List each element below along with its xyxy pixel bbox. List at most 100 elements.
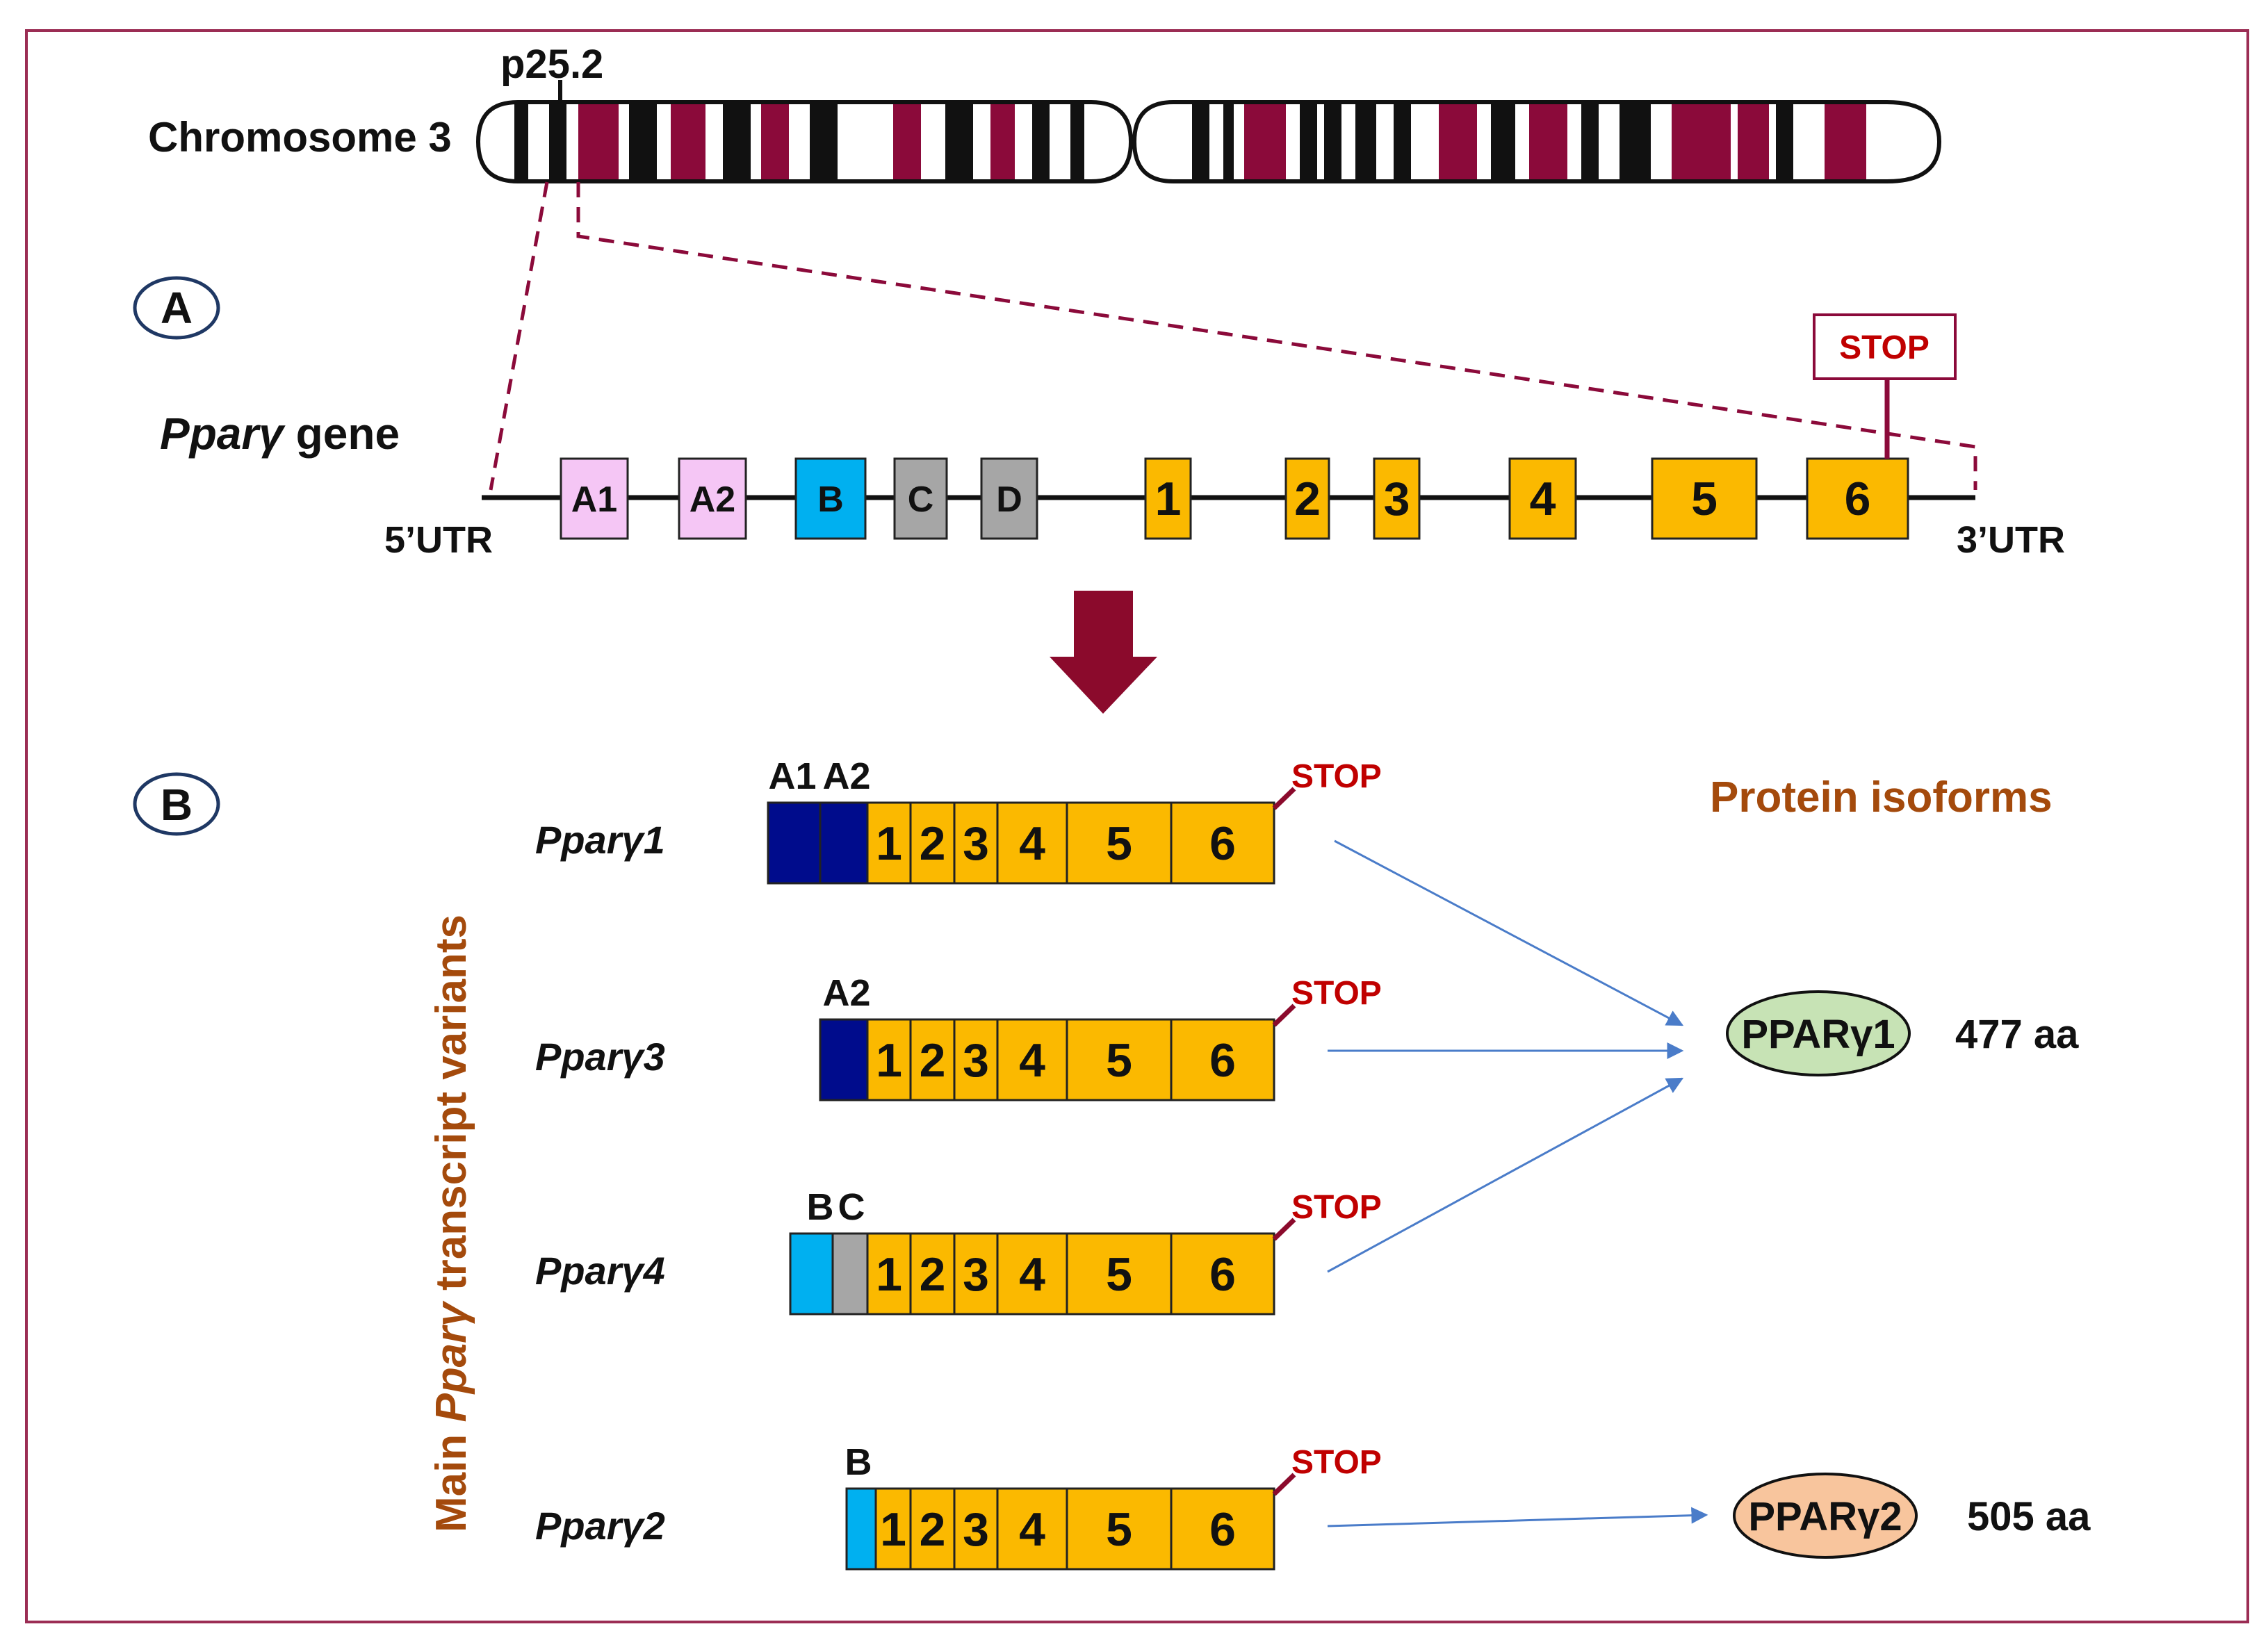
chromosome-q-outline (1132, 100, 1942, 183)
chromosome-band (723, 102, 751, 181)
svg-text:A: A (161, 283, 193, 333)
chromosome-band (1394, 102, 1411, 181)
panel-label-a: A (133, 276, 220, 340)
gene-name: Pparγ (160, 409, 286, 459)
chromosome-band (1324, 102, 1341, 181)
protein-length: 505 aa (1967, 1494, 2091, 1539)
band-label: p25.2 (500, 42, 603, 87)
gene-exon-3: 3 (1373, 457, 1421, 540)
chromosome-band (549, 102, 566, 181)
gene-exon-6: 6 (1806, 457, 1909, 540)
transcript-exon-label: 5 (1106, 1034, 1132, 1087)
gene-exon-5: 5 (1651, 457, 1758, 540)
gene-stop-label: STOP (1839, 329, 1930, 366)
gene-exon-label: A2 (690, 480, 735, 520)
chromosome-label: Chromosome 3 (148, 114, 452, 161)
chromosome-band (1738, 102, 1769, 181)
chromosome-band (945, 102, 973, 181)
transcript-exon-label: 3 (963, 817, 989, 870)
stop-label: STOP (1291, 975, 1382, 1012)
chromosome-band (1620, 102, 1651, 181)
transcript-exon-label: 3 (963, 1248, 989, 1301)
gene-title: Pparγ gene (160, 409, 400, 459)
chromosome-band (1491, 102, 1515, 181)
gene-exon-c: C (893, 457, 948, 540)
transcript-exon-label: 5 (1106, 1248, 1132, 1301)
chromosome-band (1070, 102, 1084, 181)
chromosome-band (1672, 102, 1731, 181)
transcript-exon-label: 4 (1019, 1503, 1045, 1556)
gene-exon-label: D (996, 480, 1022, 520)
transcript-lead-exon (789, 1232, 834, 1316)
utr5-label: 5’UTR (384, 519, 493, 561)
transcript-exon-label: 4 (1019, 817, 1045, 870)
transcript-name: Pparγ2 (535, 1504, 665, 1548)
gene-stop-marker: STOP (1813, 313, 1957, 459)
transcript-lead-label: A2 (822, 972, 870, 1014)
chromosome-band (1529, 102, 1567, 181)
stop-tick (1272, 787, 1296, 810)
stop-label: STOP (1291, 758, 1382, 795)
chromosome-band (514, 102, 528, 181)
transcript-exon (1066, 1018, 1173, 1101)
arrow-t1-to-ppar1 (1334, 839, 1684, 1026)
transcript-exon (1170, 1487, 1275, 1571)
gene-exon-label: B (817, 480, 844, 520)
gene-exon-label: 1 (1155, 473, 1182, 525)
chromosome-band (1300, 102, 1317, 181)
chromosome-3 (475, 100, 1942, 183)
gene-exon-a2: A2 (678, 457, 747, 540)
transcript-exon (953, 1487, 999, 1571)
transcript-exon-label: 5 (1106, 817, 1132, 870)
gene-exon-4: 4 (1508, 457, 1577, 540)
transcript-exon-label: 3 (963, 1503, 989, 1556)
transcript-exon-label: 6 (1209, 1503, 1236, 1556)
stop-tick (1272, 1003, 1296, 1027)
chromosome-band (1244, 102, 1286, 181)
chromosome-p-outline (475, 100, 1134, 183)
chromosome-band (1581, 102, 1599, 181)
chromosome-band (671, 102, 705, 181)
gene-exon-label: C (908, 480, 934, 520)
transcript-exon-label: 2 (920, 1034, 946, 1087)
gene-exon-label: 2 (1294, 473, 1321, 525)
stop-tick (1272, 1473, 1296, 1496)
gene-exon-label: A1 (571, 480, 617, 520)
transcript-lead-exon (767, 801, 822, 885)
chromosome-band (1192, 102, 1209, 181)
chromosome-band (1032, 102, 1050, 181)
gene-exon-label: 3 (1384, 473, 1410, 525)
chromosome-band (893, 102, 921, 181)
protein-name: PPARγ1 (1741, 1012, 1895, 1057)
arrow-t2-to-ppar2 (1327, 1507, 1708, 1527)
chromosome-band (761, 102, 789, 181)
transcript-exon-label: 2 (920, 1503, 946, 1556)
protein-ppar-gamma1: PPARγ1 477 aa (1726, 990, 2079, 1076)
stop-tick (1272, 1218, 1296, 1241)
transcript-exon-label: 6 (1209, 817, 1236, 870)
down-arrow (1050, 591, 1157, 714)
transcript-exon (996, 801, 1068, 885)
transcript-exon-label: 6 (1209, 1248, 1236, 1301)
transcript-lead-exon (845, 1487, 877, 1571)
protein-ppar-gamma2: PPARγ2 505 aa (1733, 1473, 2091, 1559)
transcript-exon (996, 1232, 1068, 1316)
gene-exon-label: 5 (1691, 473, 1718, 525)
gene-exon-1: 1 (1144, 457, 1192, 540)
transcript-exon (866, 1018, 912, 1101)
stop-label: STOP (1291, 1444, 1382, 1481)
gene-exon-label: 4 (1530, 473, 1556, 525)
transcript-exon-label: 1 (876, 1248, 902, 1301)
transcript-lead-label: A2 (822, 755, 870, 797)
chromosome-band (1825, 102, 1866, 181)
transcript-exon (909, 801, 956, 885)
chromosome-band (810, 102, 838, 181)
isoforms-title: Protein isoforms (1710, 773, 2053, 821)
gene-exon-label: 6 (1845, 473, 1871, 525)
transcript-lead-exon (819, 801, 869, 885)
transcript-lead-label: B (807, 1186, 834, 1228)
